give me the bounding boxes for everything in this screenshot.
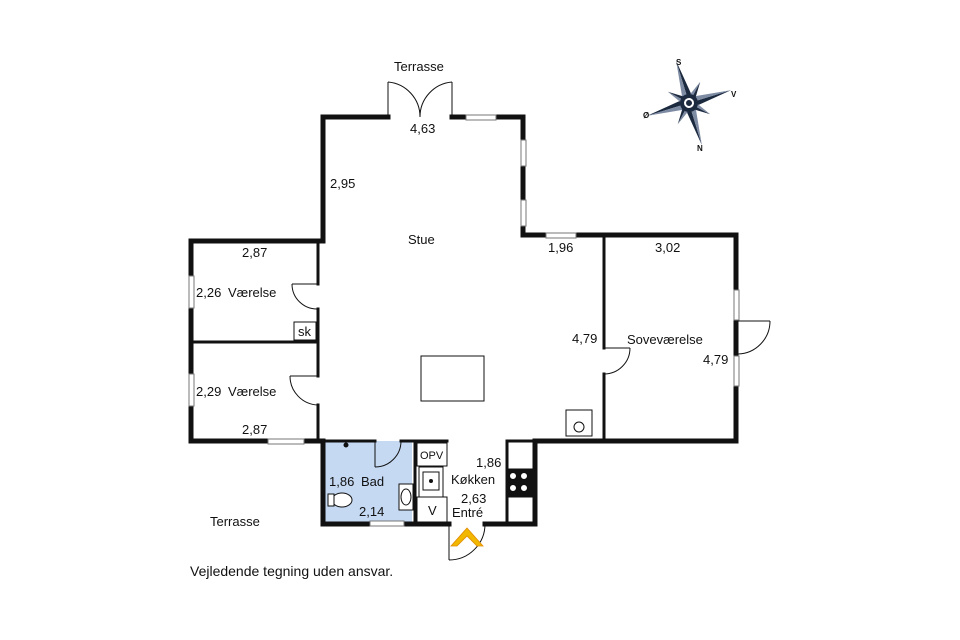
dim-vaerelse1-depth: 2,26 <box>196 285 221 300</box>
label-opv: OPV <box>420 450 444 462</box>
label-kokken: Køkken <box>451 472 495 487</box>
window <box>188 373 195 407</box>
toilet <box>331 492 353 508</box>
dim-stue-depth: 2,95 <box>330 176 355 191</box>
fixtures <box>293 321 593 523</box>
label-vaerelse-2: Værelse <box>228 384 276 399</box>
label-terrasse-bottom: Terrasse <box>210 514 260 529</box>
label-entre: Entré <box>452 505 483 520</box>
compass-s: S <box>676 58 682 67</box>
label-stue: Stue <box>408 232 435 247</box>
dim-bad-depth: 1,86 <box>329 474 354 489</box>
dim-vaerelse1-width: 2,87 <box>242 245 267 260</box>
compass-rose-icon <box>646 60 732 146</box>
label-terrasse-top: Terrasse <box>394 59 444 74</box>
opv-box <box>416 442 448 467</box>
label-sk: sk <box>298 324 312 339</box>
stove-fixture <box>565 409 593 437</box>
label-bad: Bad <box>361 474 384 489</box>
window <box>369 520 405 527</box>
window <box>188 275 195 309</box>
sink <box>422 471 440 491</box>
label-sovevaerelse: Soveværelse <box>627 332 703 347</box>
dim-stue-side: 1,96 <box>548 240 573 255</box>
v-box <box>416 496 448 523</box>
compass-o: Ø <box>643 111 649 120</box>
sk-box <box>293 321 317 341</box>
windows <box>188 114 740 527</box>
window <box>520 199 527 227</box>
dim-stue-length: 4,79 <box>572 331 597 346</box>
dim-kokken-depth: 1,86 <box>476 455 501 470</box>
exterior-walls <box>188 114 739 527</box>
dining-table <box>420 355 485 402</box>
window <box>267 438 305 445</box>
label-v: V <box>428 503 437 518</box>
dim-sove-depth: 4,79 <box>703 352 728 367</box>
entry-arrow-icon <box>450 527 484 547</box>
dim-sove-width: 3,02 <box>655 240 680 255</box>
window <box>733 355 740 387</box>
dim-vaerelse2-depth: 2,29 <box>196 384 221 399</box>
window <box>520 139 527 167</box>
window <box>545 232 577 239</box>
compass-n: N <box>697 144 703 153</box>
dim-stue-width: 4,63 <box>410 121 435 136</box>
shower-drain <box>343 442 349 448</box>
doors <box>289 81 771 561</box>
window <box>733 289 740 321</box>
compass-v: V <box>731 90 737 99</box>
dim-vaerelse2-width: 2,87 <box>242 422 267 437</box>
dim-bad-width: 2,14 <box>359 504 384 519</box>
label-vaerelse-1: Værelse <box>228 285 276 300</box>
dim-kokken-width: 2,63 <box>461 491 486 506</box>
window <box>465 114 497 121</box>
disclaimer-text: Vejledende tegning uden ansvar. <box>190 563 394 579</box>
